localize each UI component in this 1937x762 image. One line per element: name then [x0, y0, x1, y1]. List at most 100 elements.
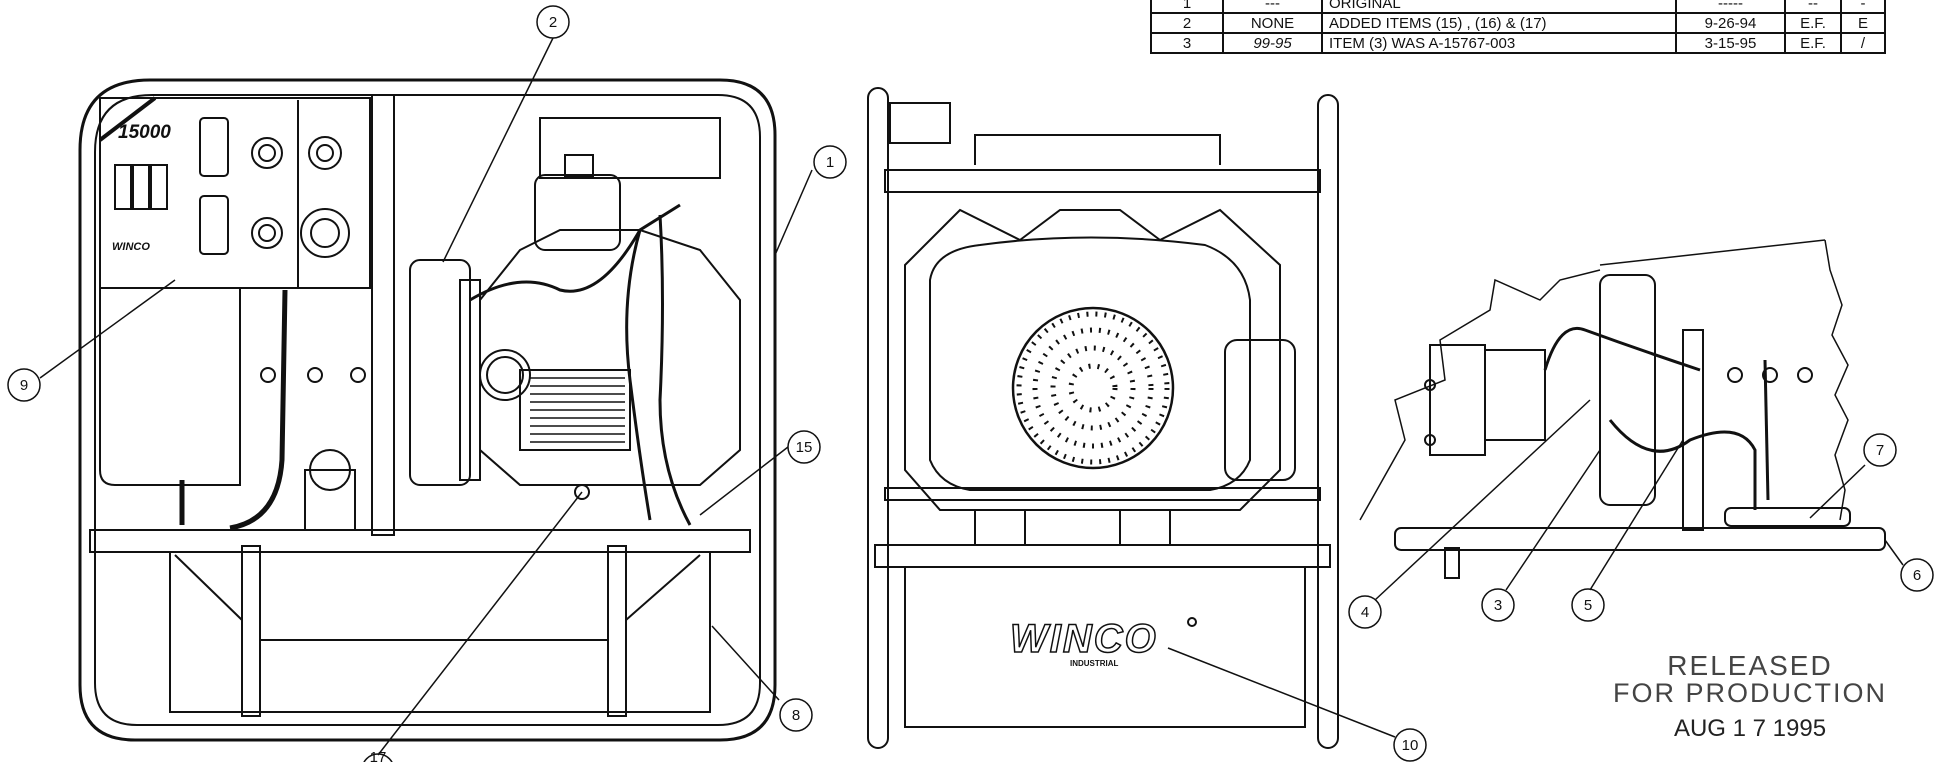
callout-4: [1348, 595, 1382, 629]
rev-appr: E: [1840, 12, 1886, 34]
revision-table: 1 --- ORIGINAL ----- -- - 2 NONE ADDED I…: [1150, 0, 1886, 54]
front-logo-subtitle: INDUSTRIAL: [1070, 659, 1119, 668]
callout-15-label: 15: [796, 439, 813, 456]
callout-1-label: 1: [826, 154, 834, 171]
panel-brand-label: WINCO: [112, 241, 150, 253]
blower-screen-inner: [1016, 311, 1170, 465]
base-crossbar: [874, 544, 1331, 568]
callout-9: [7, 368, 41, 402]
rev-date: 3-15-95: [1675, 32, 1786, 54]
callout-5: [1571, 588, 1605, 622]
callout-3-label: 3: [1494, 597, 1502, 614]
panel-model-label: 15000: [118, 122, 171, 143]
air-filter: [479, 349, 531, 401]
callout-bubbles: [7, 5, 1934, 762]
blower-screen-holes: [1068, 363, 1118, 413]
starter-solenoid: [1429, 344, 1486, 456]
callout-10: [1393, 728, 1427, 762]
rev-ecn: NONE: [1222, 12, 1323, 34]
brace: [174, 554, 243, 621]
panel-corner: [98, 96, 157, 142]
duplex-receptacle: [199, 195, 229, 255]
leader-lines: [39, 37, 1904, 756]
break-line: [1359, 269, 1601, 521]
fitting: [1444, 547, 1460, 579]
revision-row: 2 NONE ADDED ITEMS (15) , (16) & (17) 9-…: [1150, 12, 1886, 34]
mount-pad: [1724, 507, 1851, 527]
hose-detail: [1608, 419, 1757, 510]
rev-date: -----: [1675, 0, 1786, 14]
callout-7-label: 7: [1876, 442, 1884, 459]
duplex-receptacle: [199, 117, 229, 177]
stamp-date: AUG 1 7 1995: [1673, 715, 1827, 742]
callout-7: [1863, 433, 1897, 467]
rev-by: E.F.: [1784, 12, 1842, 34]
alternator-side: [1224, 339, 1296, 481]
detail-view: [1359, 239, 1886, 579]
rev-date: 9-26-94: [1675, 12, 1786, 34]
release-stamp: RELEASED FOR PRODUCTION AUG 1 7 1995: [1590, 650, 1910, 743]
hose: [658, 214, 692, 526]
front-bar: [884, 487, 1321, 501]
skid-upright: [241, 545, 261, 717]
twist-lock-receptacle: [316, 144, 334, 162]
callout-1: [813, 145, 847, 179]
breaker: [114, 164, 132, 210]
battery-box: [169, 551, 711, 713]
alternator-housing: [1599, 274, 1656, 506]
front-logo: WINCO: [1010, 617, 1158, 661]
callout-5-label: 5: [1584, 597, 1592, 614]
alternator: [409, 259, 471, 486]
tube-frame-inner: [94, 94, 761, 726]
engine-top: [539, 117, 721, 179]
callout-2: [536, 5, 570, 39]
rev-number: 2: [1150, 12, 1224, 34]
top-plate: [889, 102, 951, 144]
terminal: [1424, 434, 1436, 446]
callout-15: [787, 430, 821, 464]
breaker: [132, 164, 150, 210]
front-view: WINCO INDUSTRIAL: [867, 87, 1339, 749]
engine-feet: [1119, 509, 1171, 546]
blower-screen-holes: [1032, 327, 1154, 449]
hose: [469, 203, 681, 302]
callout-2-label: 2: [549, 14, 557, 31]
hose-detail: [1543, 327, 1701, 372]
blower-screen: [1011, 306, 1175, 470]
bolt: [1762, 367, 1778, 383]
top-crossbar: [884, 169, 1321, 193]
left-side-view: 15000 WINCO: [78, 78, 777, 742]
engine-feet: [974, 509, 1026, 546]
callout-6-label: 6: [1913, 567, 1921, 584]
rev-ecn: ---: [1222, 0, 1323, 14]
battery-box-front: [904, 566, 1306, 728]
revision-row: 3 99-95 ITEM (3) WAS A-15767-003 3-15-95…: [1150, 32, 1886, 54]
frame-post-detail: [1682, 329, 1704, 531]
cooling-fins: [519, 369, 631, 451]
stamp-for-production: FOR PRODUCTION: [1613, 678, 1887, 708]
bolt: [307, 367, 323, 383]
blower-screen-holes: [1050, 345, 1136, 431]
control-panel: [99, 97, 371, 289]
twist-lock-receptacle: [308, 136, 342, 170]
rev-number: 3: [1150, 32, 1224, 54]
terminal: [1424, 379, 1436, 391]
rev-by: E.F.: [1784, 32, 1842, 54]
generator-housing: [99, 288, 241, 486]
logo-dot: [1187, 617, 1197, 627]
bolt: [1727, 367, 1743, 383]
skid-upright: [607, 545, 627, 717]
frame-post: [371, 94, 395, 536]
rev-appr: -: [1840, 0, 1886, 14]
callout-9-label: 9: [20, 377, 28, 394]
rev-description: ORIGINAL: [1321, 0, 1677, 14]
rev-description: ITEM (3) WAS A-15767-003: [1321, 32, 1677, 54]
engine-top-cover: [974, 134, 1221, 165]
twist-lock-receptacle: [258, 144, 276, 162]
drain-fitting: [574, 484, 590, 500]
tube-frame: [78, 78, 777, 742]
bolt: [350, 367, 366, 383]
breaker: [150, 164, 168, 210]
callout-10-label: 10: [1402, 737, 1419, 754]
